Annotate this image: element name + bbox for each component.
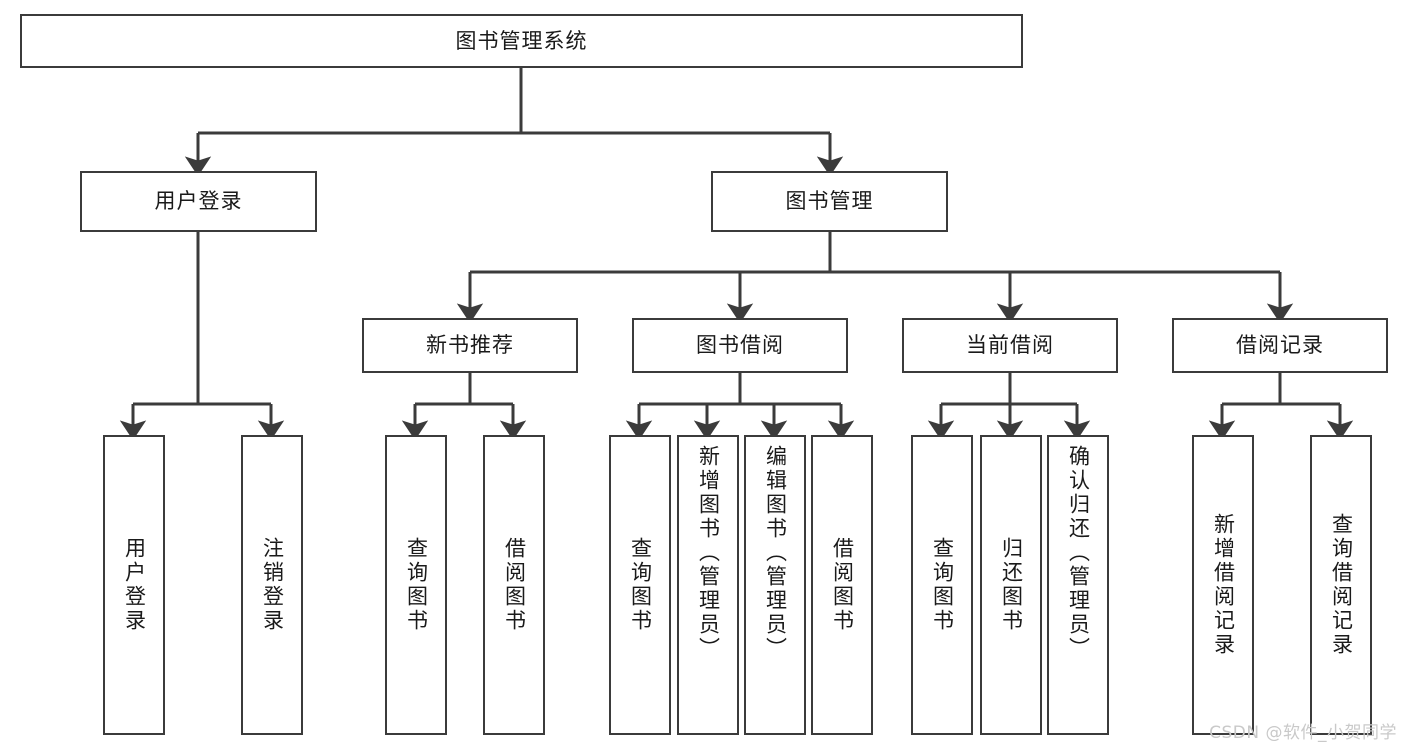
node-root-system[interactable]: 图书管理系统 (20, 14, 1023, 68)
node-label: 查询图书 (628, 537, 653, 633)
node-label: 用户登录 (154, 189, 243, 214)
node-label: 注销登录 (260, 537, 285, 633)
node-label: 确认归还（管理员） (1066, 445, 1091, 661)
leaf-current-query-books[interactable]: 查询图书 (911, 435, 973, 735)
node-label: 查询借阅记录 (1329, 513, 1354, 657)
leaf-current-confirm-return-admin[interactable]: 确认归还（管理员） (1047, 435, 1109, 735)
node-label: 归还图书 (999, 537, 1024, 633)
csdn-watermark: CSDN @软件_小贺同学 (1209, 723, 1397, 743)
node-label: 借阅图书 (502, 537, 527, 633)
leaf-newbook-query-books[interactable]: 查询图书 (385, 435, 447, 735)
leaf-user-login[interactable]: 用户登录 (103, 435, 165, 735)
leaf-borrow-add-book-admin[interactable]: 新增图书（管理员） (677, 435, 739, 735)
node-label: 新增图书（管理员） (696, 445, 721, 661)
node-label: 图书借阅 (696, 333, 784, 358)
node-new-book-recommend[interactable]: 新书推荐 (362, 318, 578, 373)
leaf-borrow-borrow-books[interactable]: 借阅图书 (811, 435, 873, 735)
node-borrow-records[interactable]: 借阅记录 (1172, 318, 1388, 373)
node-user-login[interactable]: 用户登录 (80, 171, 317, 232)
node-label: 借阅图书 (830, 537, 855, 633)
node-label: 用户登录 (122, 537, 147, 633)
node-label: 编辑图书（管理员） (763, 445, 788, 661)
node-current-borrow[interactable]: 当前借阅 (902, 318, 1118, 373)
node-book-management[interactable]: 图书管理 (711, 171, 948, 232)
node-book-borrow[interactable]: 图书借阅 (632, 318, 848, 373)
leaf-borrow-edit-book-admin[interactable]: 编辑图书（管理员） (744, 435, 806, 735)
node-label: 借阅记录 (1236, 333, 1324, 358)
node-label: 新书推荐 (426, 333, 514, 358)
node-label: 新增借阅记录 (1211, 513, 1236, 657)
leaf-newbook-borrow-books[interactable]: 借阅图书 (483, 435, 545, 735)
leaf-records-query-record[interactable]: 查询借阅记录 (1310, 435, 1372, 735)
leaf-borrow-query-books[interactable]: 查询图书 (609, 435, 671, 735)
node-label: 图书管理系统 (455, 28, 588, 53)
leaf-logout[interactable]: 注销登录 (241, 435, 303, 735)
leaf-records-add-record[interactable]: 新增借阅记录 (1192, 435, 1254, 735)
node-label: 当前借阅 (966, 333, 1054, 358)
leaf-current-return-books[interactable]: 归还图书 (980, 435, 1042, 735)
node-label: 查询图书 (404, 537, 429, 633)
node-label: 查询图书 (930, 537, 955, 633)
node-label: 图书管理 (785, 189, 874, 214)
